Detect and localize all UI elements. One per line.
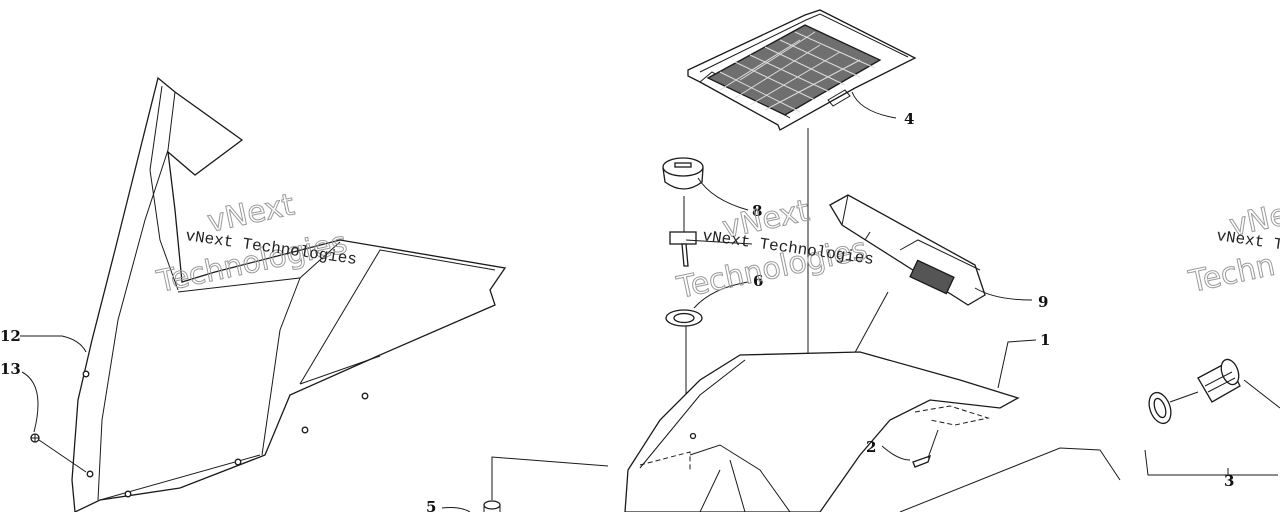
callout-1: 1 [1040, 331, 1050, 349]
storage-tray-part [687, 9, 917, 131]
callout-4: 4 [904, 110, 914, 128]
ignition-key-part [669, 231, 697, 267]
callout-6: 6 [753, 272, 763, 290]
screw-13 [30, 433, 40, 443]
hood-part [624, 351, 1121, 513]
callout-8: 8 [752, 202, 762, 220]
screw-2 [912, 429, 939, 468]
callout-2: 2 [866, 438, 876, 456]
windshield-part [71, 76, 507, 513]
callout-13: 13 [0, 360, 21, 378]
watermark-3-company: Techn [1185, 248, 1278, 300]
ignition-cap-part [662, 157, 704, 190]
watermark-3: vNe Techn vNext Te [1185, 197, 1280, 301]
ignition-nut-part [665, 309, 703, 327]
connector-5 [483, 500, 501, 512]
callout-5: 5 [426, 498, 436, 512]
callout-9: 9 [1038, 293, 1048, 311]
callout-12: 12 [0, 327, 21, 345]
gauge-part [829, 194, 986, 306]
callout-3: 3 [1224, 472, 1234, 490]
power-outlet-part [1148, 358, 1280, 425]
